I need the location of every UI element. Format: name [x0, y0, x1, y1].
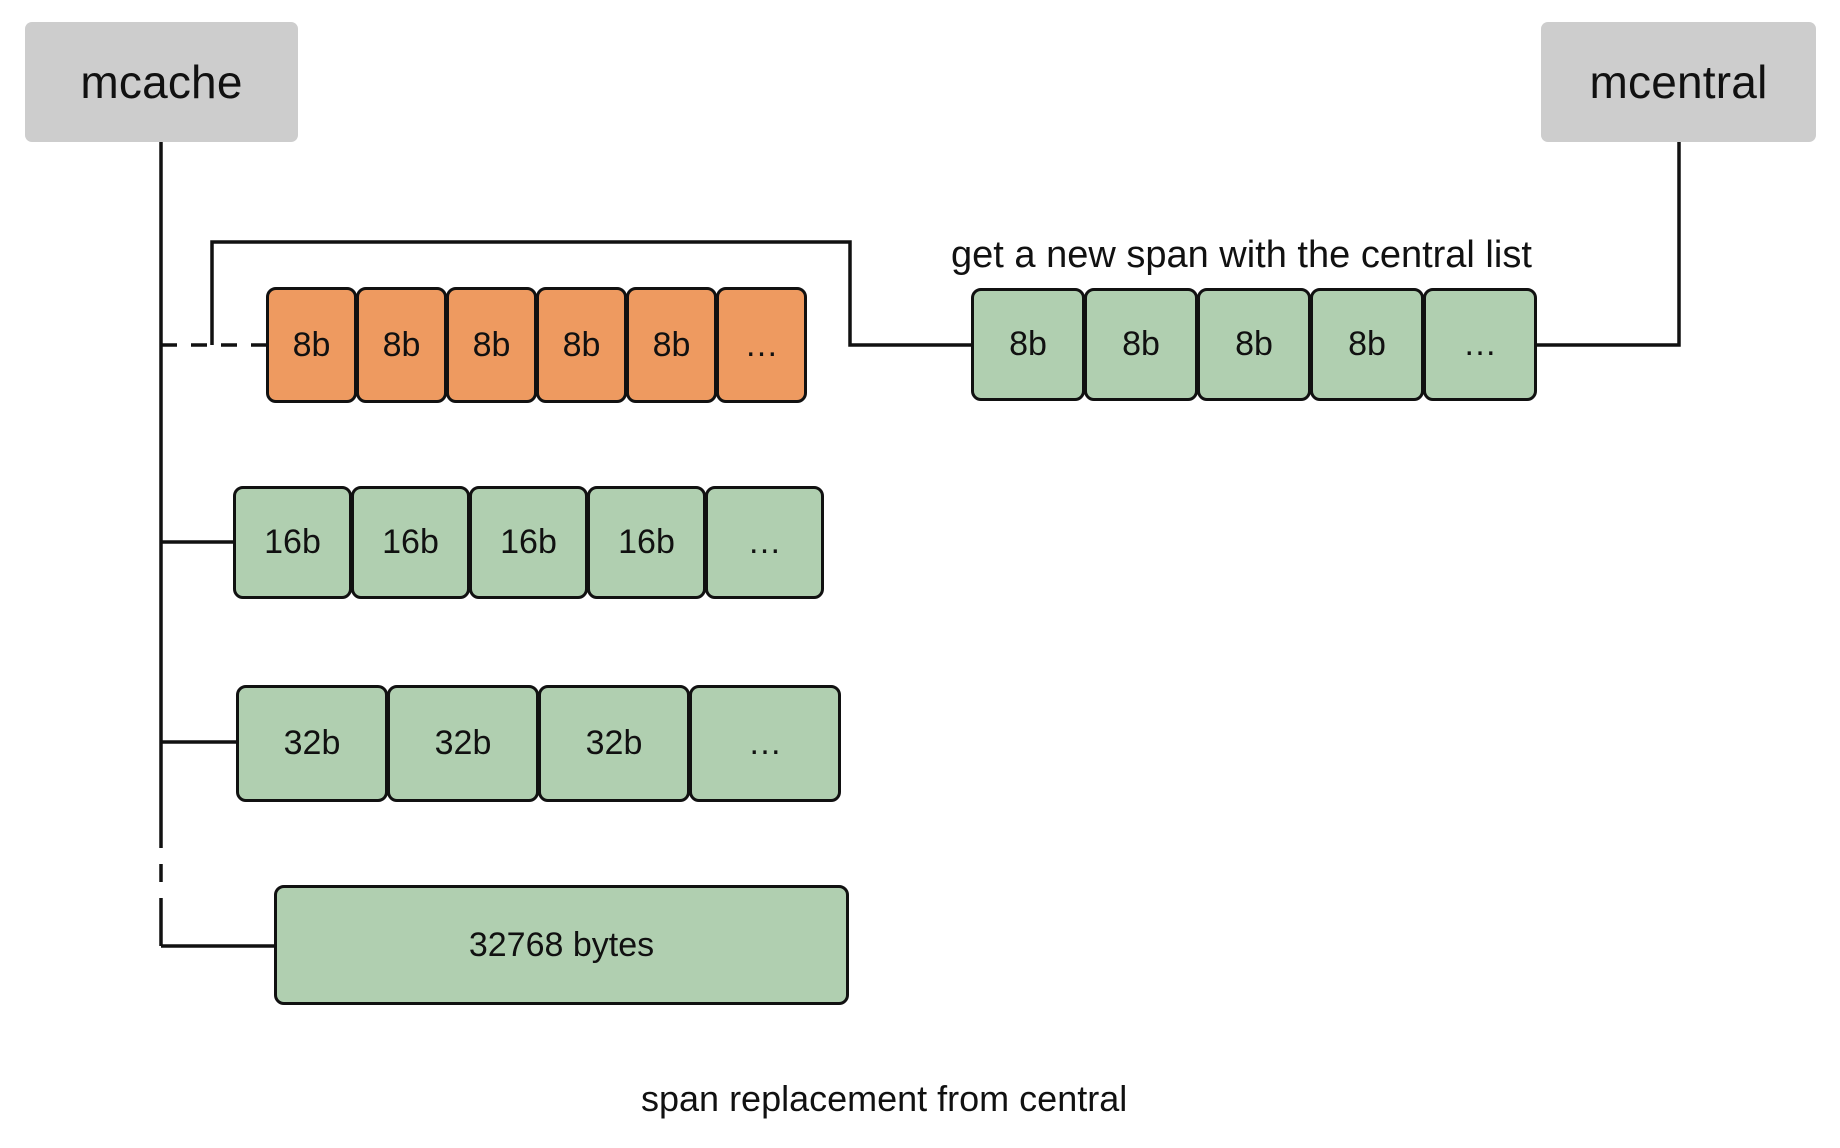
span-row-32b[interactable]: 32b 32b 32b … [236, 685, 841, 802]
span-cell-ellipsis[interactable]: … [716, 287, 807, 403]
span-cell-ellipsis[interactable]: … [1423, 288, 1537, 401]
span-cell[interactable]: 8b [266, 287, 357, 403]
span-32768-bytes[interactable]: 32768 bytes [274, 885, 849, 1005]
span-cell[interactable]: 16b [469, 486, 588, 599]
span-cell[interactable]: 32b [538, 685, 690, 802]
span-cell[interactable]: 8b [536, 287, 627, 403]
span-cell[interactable]: 8b [626, 287, 717, 403]
diagram-caption: span replacement from central [641, 1078, 1128, 1119]
annotation-get-new-span: get a new span with the central list [951, 234, 1532, 276]
span-cell[interactable]: 8b [356, 287, 447, 403]
node-mcache-label: mcache [80, 56, 243, 108]
span-cell[interactable]: 16b [233, 486, 352, 599]
span-row-16b[interactable]: 16b 16b 16b 16b … [233, 486, 824, 599]
node-mcache[interactable]: mcache [25, 22, 298, 142]
span-cell[interactable]: 8b [446, 287, 537, 403]
span-cell[interactable]: 32b [387, 685, 539, 802]
node-mcentral-label: mcentral [1589, 56, 1768, 108]
mcentral-trunk [1535, 142, 1681, 347]
span-cell[interactable]: 16b [351, 486, 470, 599]
span-cell-ellipsis[interactable]: … [689, 685, 841, 802]
span-cell[interactable]: 32b [236, 685, 388, 802]
span-cell[interactable]: 8b [1197, 288, 1311, 401]
span-row-8b-central[interactable]: 8b 8b 8b 8b … [971, 288, 1537, 401]
span-32768-label: 32768 bytes [468, 925, 655, 964]
span-cell[interactable]: 8b [1310, 288, 1424, 401]
span-cell[interactable]: 16b [587, 486, 706, 599]
span-row-8b-mcache[interactable]: 8b 8b 8b 8b 8b … [266, 287, 807, 403]
span-cell[interactable]: 8b [1084, 288, 1198, 401]
span-cell-ellipsis[interactable]: … [705, 486, 824, 599]
node-mcentral[interactable]: mcentral [1541, 22, 1816, 142]
span-cell[interactable]: 8b [971, 288, 1085, 401]
